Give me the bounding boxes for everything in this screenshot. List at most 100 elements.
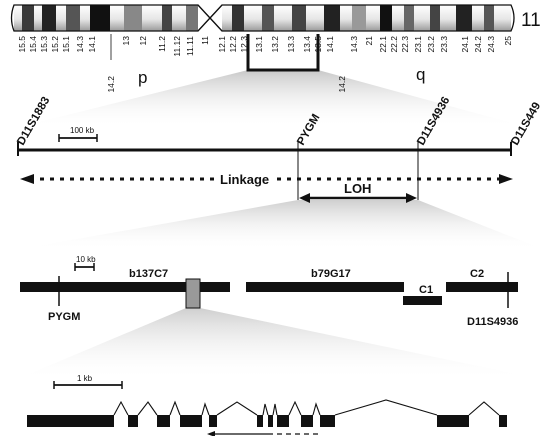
exon-7 xyxy=(268,415,273,427)
band-label: 23.1 xyxy=(413,36,423,53)
exon-5 xyxy=(209,415,217,427)
band-label: 13 xyxy=(121,36,131,46)
pygm-gene-highlight xyxy=(185,278,201,309)
band-label: 22.1 xyxy=(378,36,388,53)
band-label: 23.2 xyxy=(426,36,436,53)
chromosome-band xyxy=(456,5,472,31)
chromosome-ideogram xyxy=(10,4,515,32)
clone-c1-bar xyxy=(403,296,442,305)
chromosome-band xyxy=(80,5,90,31)
chromosome-band xyxy=(306,5,324,31)
band-label: 12 xyxy=(138,36,148,46)
region-bracket xyxy=(246,34,320,72)
q-arm-label: q xyxy=(416,65,425,84)
band-label: 15.3 xyxy=(39,36,49,53)
band-label: 14.1 xyxy=(325,36,335,53)
chromosome-band xyxy=(404,5,414,31)
linkage-interval-arrow xyxy=(20,174,513,184)
zoom-wedge-contig xyxy=(15,308,545,380)
contig-marker-d11s4936: D11S4936 xyxy=(467,316,518,328)
band-label: 15.2 xyxy=(50,36,60,53)
chromosome-band xyxy=(340,5,352,31)
clone-b137c7-label: b137C7 xyxy=(129,268,168,280)
exon-1 xyxy=(27,415,114,427)
chromosome-band xyxy=(186,5,198,31)
chromosome-band xyxy=(494,5,511,31)
band-label: 13.1 xyxy=(254,36,264,53)
band-label: 24.2 xyxy=(473,36,483,53)
exon-11 xyxy=(437,415,469,427)
p-arm-label: p xyxy=(138,68,147,87)
band-label: 13.4 xyxy=(302,36,312,53)
clone-c2-bar xyxy=(446,282,518,292)
chromosome-band xyxy=(262,5,274,31)
chromosome-band xyxy=(110,5,124,31)
band-label: 11.12 xyxy=(172,36,182,57)
exon-6 xyxy=(257,415,263,427)
chromosome-band xyxy=(162,5,172,31)
scale-bar-1kb xyxy=(53,381,123,389)
chromosome-band xyxy=(56,5,66,31)
chromosome-band xyxy=(414,5,430,31)
chromosome-band xyxy=(366,5,380,31)
contig-marker-pygm: PYGM xyxy=(48,311,80,323)
chromosome-band xyxy=(244,5,262,31)
exon-3 xyxy=(157,415,170,427)
band-label: 11.11 xyxy=(185,36,195,56)
exon-4 xyxy=(180,415,202,427)
chromosome-name: 11 xyxy=(521,10,541,31)
band-label: 13.3 xyxy=(286,36,296,53)
chromosome-band xyxy=(440,5,456,31)
band-label: 15.5 xyxy=(17,36,27,53)
band-label: 24.1 xyxy=(460,36,470,53)
band-label: 14.1 xyxy=(87,36,97,53)
band-label: 11 xyxy=(200,36,210,45)
chromosome-band xyxy=(66,5,80,31)
chromosome-band xyxy=(380,5,392,31)
band-label: 22.2 xyxy=(389,36,399,53)
chromosome-band xyxy=(90,5,110,31)
band-label: 22.3 xyxy=(400,36,410,53)
exon-10 xyxy=(320,415,335,427)
chromosome-band xyxy=(392,5,404,31)
chromosome-band xyxy=(484,5,494,31)
band-label: 14.3 xyxy=(349,36,359,53)
transcription-direction-arrow xyxy=(207,431,318,436)
chromosome-band xyxy=(14,5,22,31)
exon-8 xyxy=(277,415,289,427)
exon-2 xyxy=(128,415,138,427)
clone-b137c7-bar xyxy=(20,282,230,292)
band-label: 21 xyxy=(364,36,374,46)
band-label: 11.2 xyxy=(157,36,167,52)
chromosome-band xyxy=(352,5,366,31)
scale-bar-100kb xyxy=(58,134,98,142)
chromosome-band xyxy=(430,5,440,31)
loh-label: LOH xyxy=(344,181,371,196)
clone-b79g17-bar xyxy=(246,282,404,292)
clone-c2-label: C2 xyxy=(470,268,484,280)
clone-c1-label: C1 xyxy=(419,284,433,296)
chromosome-band xyxy=(292,5,306,31)
exon-9 xyxy=(301,415,313,427)
chromosome-band xyxy=(232,5,244,31)
band-label: 12.2 xyxy=(228,36,238,53)
chromosome-band xyxy=(222,5,232,31)
scale-label-1kb: 1 kb xyxy=(77,374,93,383)
chromosome-band xyxy=(34,5,42,31)
band-label: 13.2 xyxy=(270,36,280,53)
chromosome-band xyxy=(142,5,162,31)
zoom-wedge-loh xyxy=(15,200,545,250)
q-arm-outline xyxy=(209,4,515,32)
band-label: 15.1 xyxy=(61,36,71,53)
scale-label-10kb: 10 kb xyxy=(76,255,96,264)
chromosome-band xyxy=(274,5,292,31)
chromosome-band xyxy=(172,5,186,31)
band-label: 12.1 xyxy=(217,36,227,53)
band-label: 23.3 xyxy=(439,36,449,53)
chromosome-band xyxy=(324,5,340,31)
zoom-wedge-chromosome xyxy=(15,70,530,128)
exon-12 xyxy=(499,415,507,427)
loh-interval-arrow xyxy=(299,193,417,203)
gene-introns xyxy=(113,399,500,416)
